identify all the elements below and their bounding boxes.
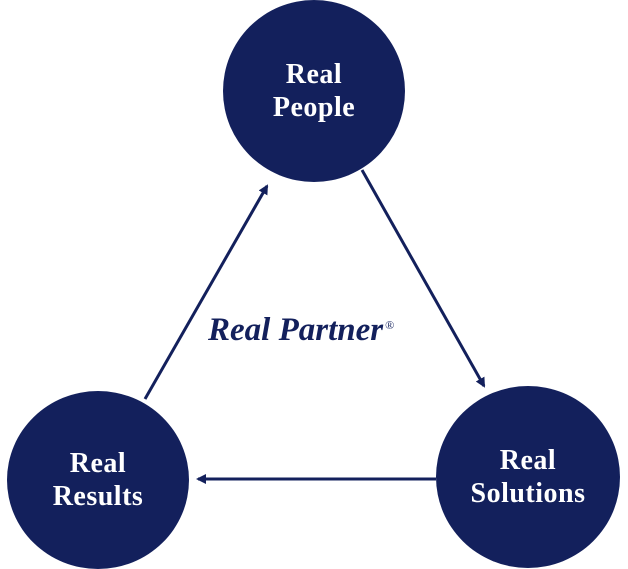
node-label-line2: Results — [52, 481, 144, 512]
node-label-line1: Real — [285, 59, 343, 90]
node-real-people: Real People — [223, 0, 405, 182]
registered-mark: ® — [385, 318, 395, 332]
arrow-results-to-people — [143, 184, 269, 400]
node-real-results: Real Results — [7, 391, 189, 569]
node-label-line2: People — [272, 92, 356, 123]
arrow-people-to-solutions — [360, 169, 486, 388]
node-label-line1: Real — [499, 445, 557, 476]
center-label: Real Partner® — [208, 312, 395, 349]
node-label-line2: Solutions — [470, 478, 586, 509]
node-real-solutions: Real Solutions — [436, 386, 620, 568]
center-label-text: Real Partner — [208, 312, 384, 348]
node-label-line1: Real — [69, 448, 127, 479]
